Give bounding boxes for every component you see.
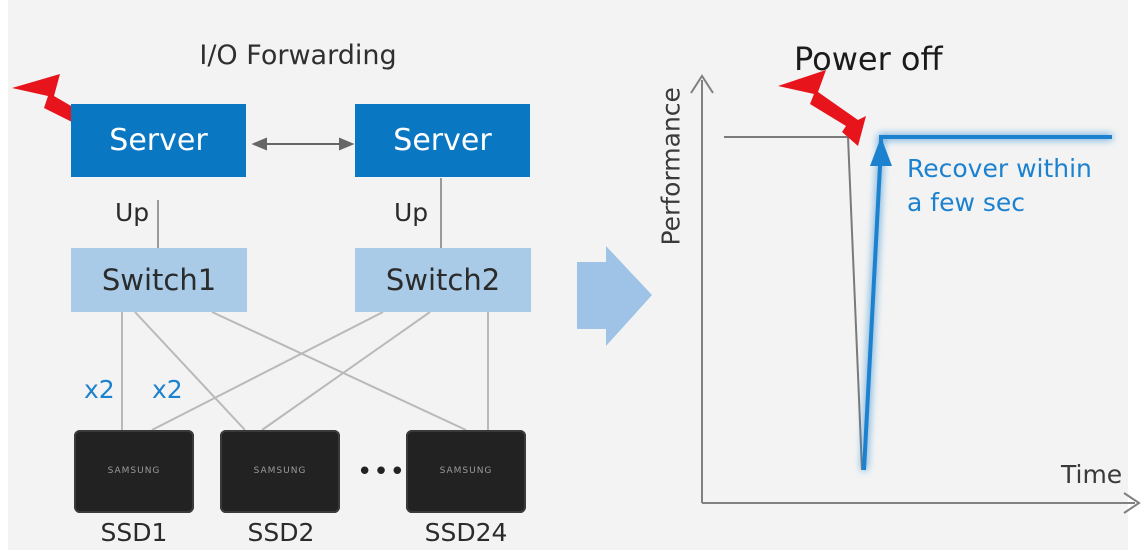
ssd-label-1: SSD1 [100,518,168,547]
x-axis-label: Time [1061,460,1123,489]
ssd-brand-1: SAMSUNG [107,466,161,476]
recovery-annotation-line-1: Recover within [907,154,1092,183]
switch-box-2: Switch2 [355,248,531,312]
switch-label-1: Switch1 [101,263,217,297]
server-label-1: Server [109,123,208,158]
recovery-annotation: Recover within a few sec [907,152,1092,220]
link-multiplicity-label-1: x2 [84,375,115,404]
lightning-bolt-icon [12,74,108,150]
switch-label-2: Switch2 [385,263,501,297]
ssd-brand-24: SAMSUNG [439,466,493,476]
server-box-2: Server [355,104,530,177]
switch-box-1: Switch1 [71,248,247,312]
y-axis-label: Performance [656,87,686,246]
link-multiplicity-label-2: x2 [152,375,183,404]
ssd-ellipsis: ••• [357,457,407,487]
ssd-brand-2: SAMSUNG [253,466,307,476]
recovery-arrowhead-icon [870,137,892,166]
server-link-arrow [251,137,355,151]
chart-axes [690,74,1141,514]
transition-arrow-icon [577,246,652,346]
server-box-1: Server [71,104,246,177]
power-off-lightning-icon [778,70,866,146]
ssd-drive-1: SAMSUNG [74,430,194,513]
power-off-title: Power off [794,40,943,78]
ssd-drive-24: SAMSUNG [406,430,526,513]
recovery-annotation-line-2: a few sec [907,188,1025,217]
io-forwarding-title: I/O Forwarding [199,40,397,71]
uplink-label-2: Up [394,198,429,227]
server-label-2: Server [393,123,492,158]
uplink-label-1: Up [115,198,150,227]
ssd-links [121,311,489,431]
ssd-label-2: SSD2 [247,518,315,547]
performance-drop-line [724,136,863,471]
ssd-label-24: SSD24 [424,518,508,547]
ssd-drive-2: SAMSUNG [220,430,340,513]
